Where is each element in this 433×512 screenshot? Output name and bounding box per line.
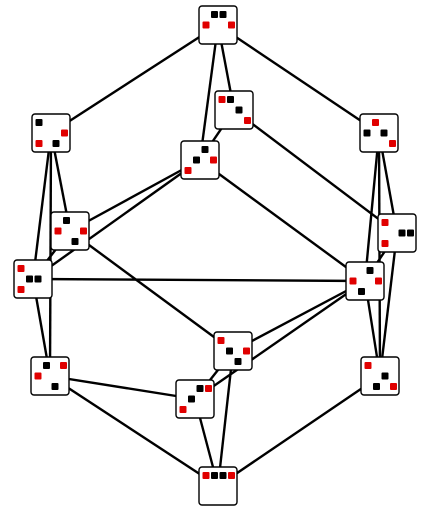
red-square: [205, 385, 212, 392]
black-square: [219, 472, 227, 479]
black-square: [43, 362, 50, 369]
black-square: [381, 372, 389, 380]
red-square: [390, 383, 397, 390]
node-top-inner: [214, 90, 254, 130]
edge-right-mid-right-lower: [378, 232, 399, 377]
node-right-inner: [345, 261, 385, 301]
black-square: [63, 217, 70, 224]
edge-right-upper-right-lower: [377, 132, 382, 377]
black-square: [34, 275, 42, 283]
black-square: [71, 238, 79, 245]
edge-center-top-left-mid: [69, 158, 201, 233]
edge-top-center-top: [198, 24, 220, 161]
node-box: [50, 211, 90, 251]
node-top: [198, 5, 238, 45]
red-square: [381, 219, 389, 226]
red-square: [184, 167, 192, 174]
red-square: [34, 372, 42, 380]
black-square: [26, 275, 33, 283]
red-square: [218, 96, 226, 103]
red-square: [381, 240, 389, 247]
black-square: [201, 146, 209, 153]
black-square: [188, 395, 195, 403]
black-square: [358, 288, 365, 295]
edge-top-right-upper: [217, 24, 380, 134]
black-square: [211, 11, 218, 18]
red-square: [372, 119, 379, 126]
nodes-layer: [13, 5, 417, 506]
node-bottom: [198, 466, 238, 506]
edge-right-lower-bottom: [217, 375, 381, 487]
red-square: [244, 117, 251, 124]
red-square: [60, 362, 67, 369]
red-square: [54, 227, 62, 235]
black-square: [193, 156, 200, 164]
node-box: [198, 5, 238, 45]
black-square: [227, 96, 234, 103]
edge-right-inner-bottom-inner: [194, 280, 366, 400]
black-square: [211, 472, 218, 479]
red-square: [217, 337, 225, 344]
edge-center-top-right-inner: [199, 159, 366, 282]
edge-left-lower-bottom: [49, 374, 219, 488]
red-square: [243, 347, 250, 355]
black-square: [235, 106, 243, 114]
red-square: [375, 277, 382, 285]
edge-left-side-right-inner: [32, 277, 366, 283]
black-square: [226, 347, 233, 355]
red-square: [349, 277, 357, 285]
edge-top-inner-right-mid: [233, 109, 398, 234]
node-bottom-inner: [175, 379, 215, 419]
edge-right-upper-right-inner: [363, 132, 381, 282]
red-square: [61, 129, 68, 137]
red-square: [179, 406, 187, 413]
edge-top-left-upper: [50, 23, 219, 135]
node-center-top: [180, 140, 220, 180]
black-square: [52, 140, 60, 147]
red-square: [210, 156, 217, 164]
red-square: [80, 227, 87, 235]
red-square: [35, 140, 43, 147]
red-square: [17, 286, 25, 293]
red-square: [228, 21, 235, 29]
black-square: [234, 358, 242, 365]
node-box: [30, 356, 70, 396]
black-square: [366, 267, 374, 274]
edge-left-lower-bottom-inner: [49, 374, 196, 401]
black-square: [373, 383, 380, 390]
node-box: [359, 113, 399, 153]
edge-center-low-bottom: [216, 350, 235, 487]
black-square: [363, 129, 371, 137]
node-right-lower: [360, 356, 400, 396]
red-square: [364, 362, 372, 369]
node-left-upper: [31, 113, 71, 153]
edge-left-side-center-top: [32, 159, 201, 280]
red-square: [17, 265, 25, 272]
black-square: [219, 11, 227, 18]
node-left-side: [13, 259, 53, 299]
edge-left-mid-center-low: [69, 230, 234, 352]
black-square: [196, 385, 204, 392]
node-center-low: [213, 331, 253, 371]
black-square: [380, 129, 388, 137]
black-square: [398, 229, 406, 237]
black-square: [35, 119, 43, 126]
black-square: [51, 383, 59, 390]
node-box: [345, 261, 385, 301]
node-left-mid: [50, 211, 90, 251]
red-square: [228, 472, 235, 479]
red-square: [202, 21, 210, 29]
node-left-lower: [30, 356, 70, 396]
node-right-mid: [377, 213, 417, 253]
red-square: [389, 140, 396, 147]
edge-right-inner-center-low: [232, 279, 366, 353]
node-right-upper: [359, 113, 399, 153]
edge-left-upper-left-side: [31, 132, 53, 280]
red-square: [202, 472, 210, 479]
black-square: [407, 229, 414, 237]
